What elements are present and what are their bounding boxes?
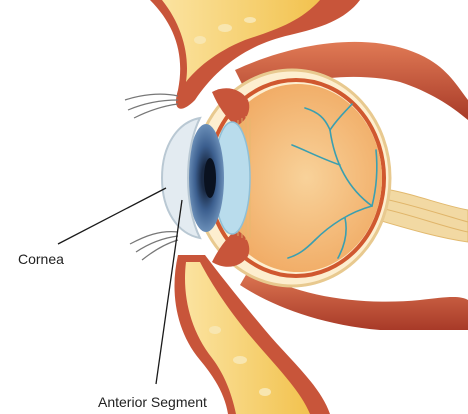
pupil bbox=[204, 158, 216, 198]
cornea-label: Cornea bbox=[18, 251, 64, 267]
anterior-segment-label: Anterior Segment bbox=[98, 394, 207, 410]
optic-nerve bbox=[378, 188, 468, 242]
